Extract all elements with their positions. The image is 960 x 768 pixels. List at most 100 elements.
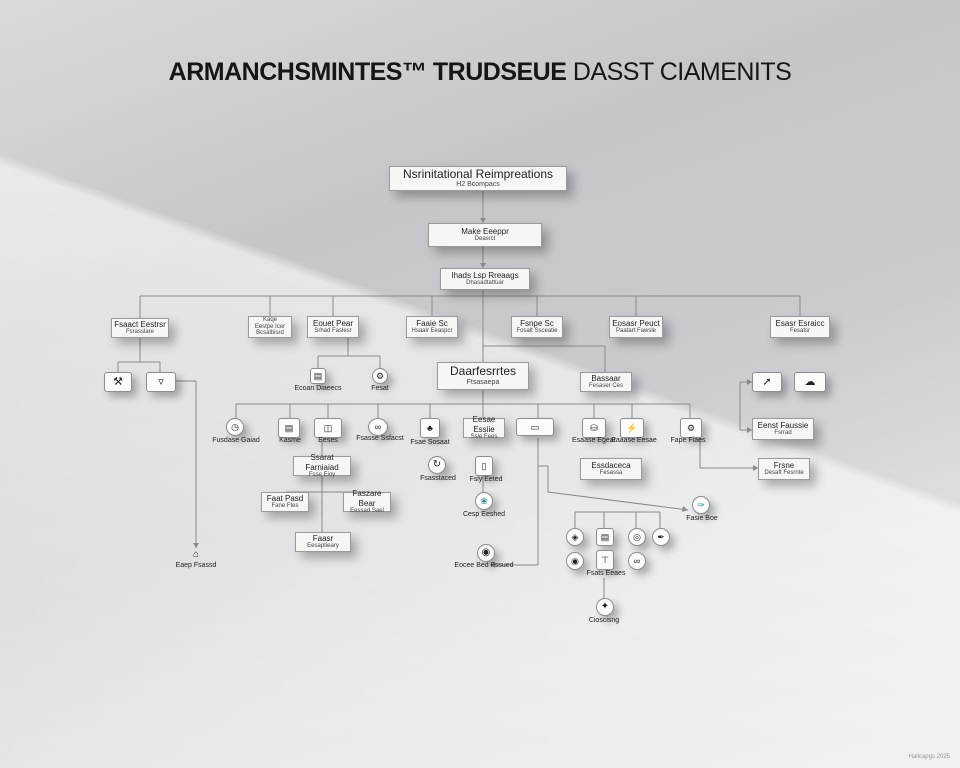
row2-right-node-title: Essdaceca — [591, 460, 631, 470]
row2-node-subtitle: Ssle Fees — [470, 433, 498, 440]
cluster-node-2-subtitle: Fane Ftes — [271, 503, 299, 510]
center-node-subtitle: Ftsasaepa — [466, 378, 500, 386]
level2-node[interactable]: Make Eeeppr Deasrct — [428, 223, 542, 247]
cluster-node-3[interactable]: Faszare Bear Eessad Sael — [343, 489, 391, 514]
mid-right-node[interactable]: Bassaar Fesaser Ces — [580, 372, 632, 392]
cluster-node-3-title: Faszare Bear — [352, 489, 382, 508]
diagram-title: ARMANCHSMINTES™ TRUDSEUE DASST CIAMENITS — [0, 58, 960, 87]
cluster-node-4[interactable]: Faasr Eesaptieary — [295, 532, 351, 552]
pin-icon[interactable]: ⊤ — [596, 550, 614, 570]
right-node-4-subtitle: Desaft Fesrnte — [764, 470, 804, 477]
monitor-icon[interactable]: ▭ — [516, 418, 554, 436]
chart-icon[interactable]: ➚ — [752, 372, 782, 392]
label-o: Cesp Eeshed — [462, 511, 506, 518]
shield-icon[interactable]: ◈ — [566, 528, 584, 546]
footer-watermark: Hallcapgs 2025 — [908, 754, 950, 760]
cluster-node-1-subtitle: Fsse Eioy — [308, 471, 336, 478]
cluster-node-1-title: Ssarat Farniaiad — [305, 453, 339, 472]
cluster-node-1[interactable]: Ssarat Farniaiad Fsse Eioy — [293, 453, 351, 478]
branch-node-2-line1: Kaqe — [262, 316, 277, 323]
row2-node[interactable]: Eesae Essiie Ssle Fees — [463, 415, 505, 440]
hand-icon[interactable]: ✑ — [692, 496, 710, 514]
center-node-title: Daarfesrrtes — [449, 364, 517, 379]
root-node-subtitle: H2 Bcompacs — [456, 181, 500, 189]
branch-node-6[interactable]: Eosasr Peuct Paatart Fawsle — [609, 316, 663, 338]
label-t: Eaep Fsassd — [175, 562, 217, 569]
label-n: Fsly Eeted — [469, 476, 503, 483]
center-node[interactable]: Daarfesrrtes Ftsasaepa — [437, 362, 529, 390]
globe-icon[interactable]: ◉ — [566, 552, 584, 570]
pen-icon[interactable]: ✒ — [652, 528, 670, 546]
label-a: Ecoan Diaeecs — [294, 385, 342, 392]
branch-node-6-title: Eosasr Peuct — [612, 318, 660, 328]
lock-icon[interactable]: ◎ — [628, 528, 646, 546]
refresh-icon[interactable]: ↻ — [428, 456, 446, 474]
target-icon[interactable]: ◉ — [477, 544, 495, 562]
row2-node-title: Eesae Essiie — [472, 415, 496, 434]
branch-node-2-line3: Bcsalbisrd — [256, 330, 284, 337]
server-icon[interactable]: ◫ — [314, 418, 342, 438]
link-icon[interactable]: ∞ — [368, 418, 388, 436]
cluster-node-2[interactable]: Faat Pasd Fane Ftes — [261, 492, 309, 512]
right-node-3-subtitle: Fsrrad — [774, 430, 792, 437]
root-node-title: Nsrinitational Reimpreations — [402, 166, 554, 181]
plug-icon[interactable]: ⚡ — [620, 418, 644, 438]
level2-node-title: Make Eeeppr — [461, 226, 509, 236]
cluster-node-2-title: Faat Pasd — [266, 493, 304, 503]
bell-icon[interactable]: ♣ — [420, 418, 440, 438]
branch-node-3-title: Eouet Pear — [312, 318, 354, 328]
row2-right-node[interactable]: Essdaceca Fesassa — [580, 458, 642, 480]
label-m: Fsasstaced — [420, 475, 456, 482]
phone-icon[interactable]: ▯ — [475, 456, 493, 476]
cluster-node-4-subtitle: Eesaptieary — [307, 543, 339, 550]
branch-node-4-title: Faaie Sc — [416, 318, 448, 328]
label-c: Fusdase Gaiad — [212, 437, 260, 444]
gear-icon[interactable]: ⚙ — [372, 368, 388, 384]
root-node[interactable]: Nsrinitational Reimpreations H2 Bcompacs — [389, 166, 567, 191]
document-icon[interactable]: ▤ — [310, 368, 326, 384]
right-node-4-title: Frsne — [773, 460, 795, 470]
database-icon[interactable]: ⛁ — [582, 418, 606, 438]
branch-node-6-subtitle: Paatart Fawsle — [615, 328, 657, 335]
cluster-node-4-title: Faasr — [312, 533, 334, 543]
label-g: Eaaase Eesae — [611, 437, 657, 444]
branch-node-4[interactable]: Faaie Sc Hsaalr Eeaspcr — [406, 316, 458, 338]
branch-node-7-subtitle: Fesatsr — [789, 328, 810, 335]
right-node-3-title: Eenst Faussie — [757, 420, 809, 430]
label-f: Esaase Egear — [572, 437, 616, 444]
level3-node[interactable]: Ihads Lsp Rreaags Dhasadtattuar — [440, 268, 530, 290]
cloud-icon[interactable]: ☁ — [794, 372, 826, 392]
level3-node-title: Ihads Lsp Rreaags — [451, 270, 519, 280]
branch-node-5-subtitle: Fosalt Ssceatie — [516, 328, 558, 335]
right-node-4[interactable]: Frsne Desaft Fesrnte — [758, 458, 810, 480]
branch-node-1[interactable]: Fsaact Eestrsr Fsrasslare — [111, 318, 169, 338]
label-h: Fape Fiaes — [670, 437, 706, 444]
label-e: Kasme — [279, 437, 301, 444]
label-r: Fsats Eeaes — [586, 570, 626, 577]
row2-right-node-subtitle: Fesassa — [599, 470, 623, 477]
branch-node-7[interactable]: Esasr Esraicc Fesatsr — [770, 316, 830, 338]
leaf-icon[interactable]: ❀ — [475, 492, 493, 510]
branch-node-2[interactable]: Kaqe Eestpe Icer Bcsalbisrd — [248, 316, 292, 338]
label-s: Cioscisng — [588, 617, 620, 624]
branch-node-2-line2: Eestpe Icer — [254, 323, 286, 330]
mid-right-node-subtitle: Fesaser Ces — [588, 383, 623, 390]
house-icon[interactable]: ⌂ — [192, 549, 200, 560]
note-icon[interactable]: ▤ — [278, 418, 300, 438]
branch-node-3[interactable]: Eouet Pear Srhad Faslesr — [307, 316, 359, 338]
branch-node-5-title: Fsnpe Sc — [520, 318, 554, 328]
settings-icon[interactable]: ⚙ — [680, 418, 702, 438]
branch-node-5[interactable]: Fsnpe Sc Fosalt Ssceatie — [511, 316, 563, 338]
branch-node-1-subtitle: Fsrasslare — [125, 329, 154, 336]
file-icon[interactable]: ▤ — [596, 528, 614, 546]
right-node-3[interactable]: Eenst Faussie Fsrrad — [752, 418, 814, 440]
swirl-icon[interactable]: ∞ — [628, 552, 646, 570]
title-light: DASST CIAMENITS — [572, 58, 792, 86]
filter-icon[interactable]: ▿ — [146, 372, 176, 392]
branch-node-3-subtitle: Srhad Faslesr — [314, 328, 352, 335]
clock-icon[interactable]: ◷ — [226, 418, 244, 436]
star-icon[interactable]: ✦ — [596, 598, 614, 616]
tool-icon[interactable]: ⚒ — [104, 372, 132, 392]
label-q: Eocee Bed Fssued — [454, 562, 514, 569]
